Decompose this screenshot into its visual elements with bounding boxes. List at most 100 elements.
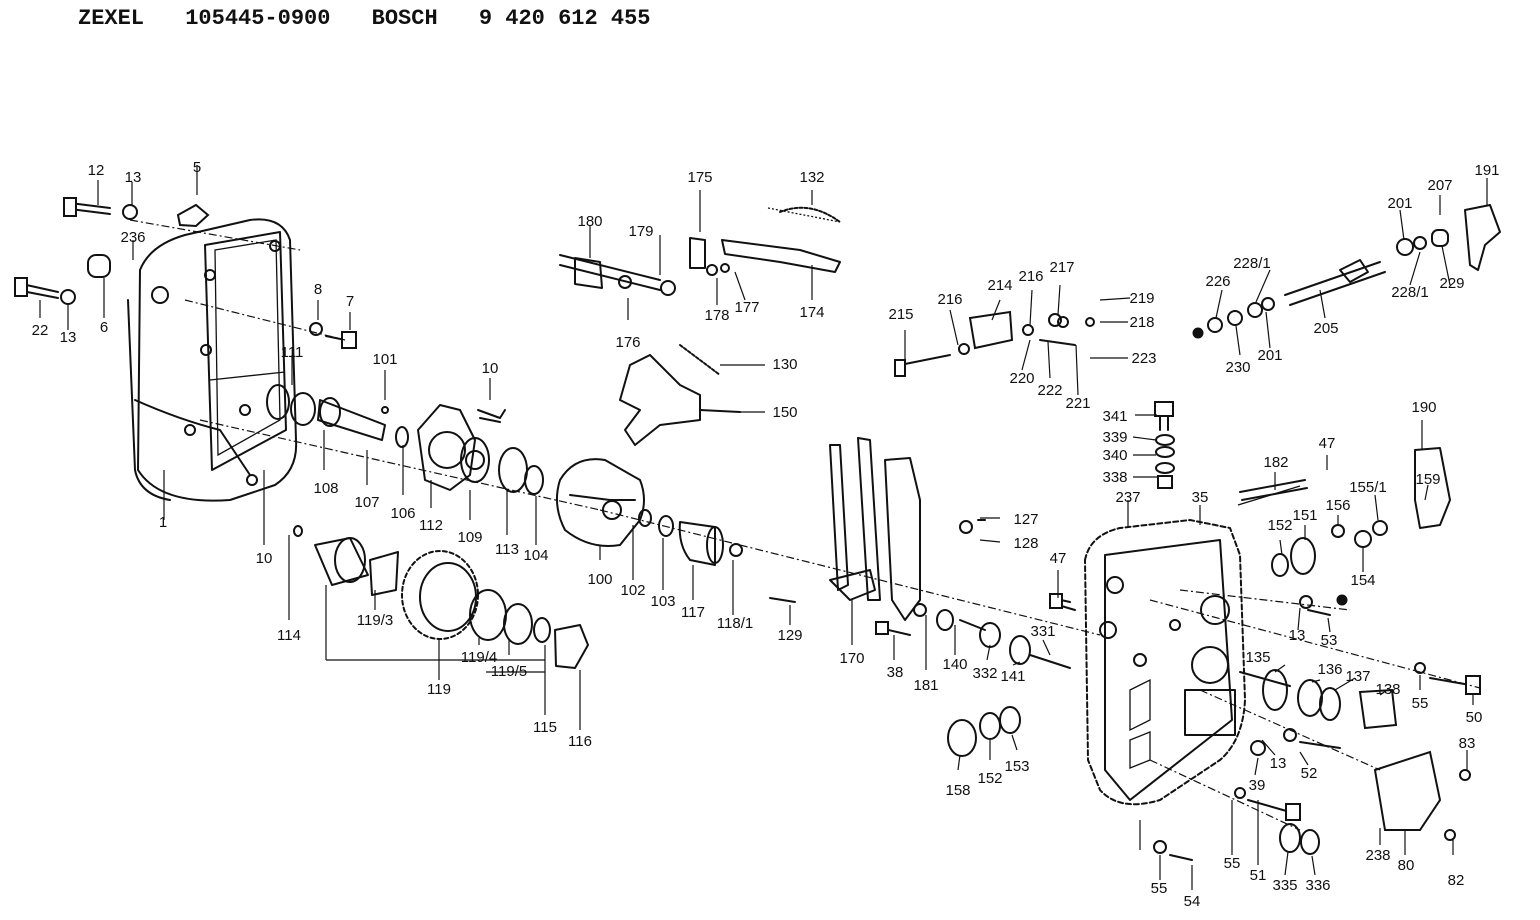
label-part-218[interactable]: 218 bbox=[1129, 314, 1154, 331]
label-part-170[interactable]: 170 bbox=[839, 650, 864, 667]
label-part-10-upper[interactable]: 10 bbox=[482, 360, 499, 377]
label-part-100[interactable]: 100 bbox=[587, 571, 612, 588]
label-part-114[interactable]: 114 bbox=[277, 627, 301, 644]
label-part-217[interactable]: 217 bbox=[1049, 259, 1074, 276]
label-part-35[interactable]: 35 bbox=[1192, 489, 1209, 506]
label-part-190[interactable]: 190 bbox=[1411, 399, 1436, 416]
label-part-52[interactable]: 52 bbox=[1301, 765, 1318, 782]
label-part-111[interactable]: 111 bbox=[281, 344, 304, 361]
label-part-237[interactable]: 237 bbox=[1115, 489, 1140, 506]
label-part-181[interactable]: 181 bbox=[913, 677, 938, 694]
label-part-132[interactable]: 132 bbox=[799, 169, 824, 186]
label-part-230[interactable]: 230 bbox=[1225, 359, 1250, 376]
label-part-119-5[interactable]: 119/5 bbox=[491, 663, 527, 680]
label-part-205[interactable]: 205 bbox=[1313, 320, 1338, 337]
label-part-155-1[interactable]: 155/1 bbox=[1349, 479, 1387, 496]
label-part-191[interactable]: 191 bbox=[1474, 162, 1499, 179]
label-part-339[interactable]: 339 bbox=[1102, 429, 1127, 446]
label-part-341[interactable]: 341 bbox=[1102, 408, 1127, 425]
label-part-13-lower[interactable]: 13 bbox=[1270, 755, 1287, 772]
label-part-159[interactable]: 159 bbox=[1415, 471, 1440, 488]
label-part-55-bottom[interactable]: 55 bbox=[1151, 880, 1168, 897]
label-part-109[interactable]: 109 bbox=[457, 529, 482, 546]
label-part-39[interactable]: 39 bbox=[1249, 777, 1266, 794]
label-part-229[interactable]: 229 bbox=[1439, 275, 1464, 292]
label-part-137[interactable]: 137 bbox=[1345, 668, 1370, 685]
label-part-112[interactable]: 112 bbox=[419, 517, 443, 534]
label-part-102[interactable]: 102 bbox=[620, 582, 645, 599]
label-part-152-left[interactable]: 152 bbox=[977, 770, 1002, 787]
label-part-50[interactable]: 50 bbox=[1466, 709, 1483, 726]
label-part-221[interactable]: 221 bbox=[1065, 395, 1090, 412]
label-part-214[interactable]: 214 bbox=[987, 277, 1012, 294]
label-part-138[interactable]: 138 bbox=[1375, 681, 1400, 698]
label-part-216-right[interactable]: 216 bbox=[1018, 268, 1043, 285]
label-part-153[interactable]: 153 bbox=[1004, 758, 1029, 775]
label-part-53[interactable]: 53 bbox=[1321, 632, 1338, 649]
label-part-180[interactable]: 180 bbox=[577, 213, 602, 230]
label-part-176[interactable]: 176 bbox=[615, 334, 640, 351]
label-part-6[interactable]: 6 bbox=[100, 319, 108, 336]
label-part-129[interactable]: 129 bbox=[777, 627, 802, 644]
label-part-174[interactable]: 174 bbox=[799, 304, 824, 321]
label-part-175[interactable]: 175 bbox=[687, 169, 712, 186]
label-part-80[interactable]: 80 bbox=[1398, 857, 1415, 874]
label-part-47-right[interactable]: 47 bbox=[1319, 435, 1336, 452]
label-part-119-4[interactable]: 119/4 bbox=[461, 649, 497, 666]
label-part-10-lower[interactable]: 10 bbox=[256, 550, 273, 567]
label-part-141[interactable]: 141 bbox=[1000, 668, 1025, 685]
label-part-55-right[interactable]: 55 bbox=[1412, 695, 1429, 712]
label-part-118-1[interactable]: 118/1 bbox=[717, 615, 753, 632]
label-part-220[interactable]: 220 bbox=[1009, 370, 1034, 387]
label-part-223[interactable]: 223 bbox=[1131, 350, 1156, 367]
label-part-201-upper[interactable]: 201 bbox=[1387, 195, 1412, 212]
label-part-179[interactable]: 179 bbox=[628, 223, 653, 240]
label-part-338[interactable]: 338 bbox=[1102, 469, 1127, 486]
label-part-154[interactable]: 154 bbox=[1350, 572, 1375, 589]
label-part-55-lower[interactable]: 55 bbox=[1224, 855, 1241, 872]
label-part-103[interactable]: 103 bbox=[650, 593, 675, 610]
label-part-7[interactable]: 7 bbox=[346, 293, 354, 310]
label-part-101[interactable]: 101 bbox=[372, 351, 397, 368]
label-part-152-right[interactable]: 152 bbox=[1267, 517, 1292, 534]
label-part-226[interactable]: 226 bbox=[1205, 273, 1230, 290]
label-part-5[interactable]: 5 bbox=[193, 159, 201, 176]
label-part-128[interactable]: 128 bbox=[1013, 535, 1038, 552]
label-part-51[interactable]: 51 bbox=[1250, 867, 1267, 884]
label-part-216-left[interactable]: 216 bbox=[937, 291, 962, 308]
label-part-156[interactable]: 156 bbox=[1325, 497, 1350, 514]
label-part-150[interactable]: 150 bbox=[772, 404, 797, 421]
label-part-158[interactable]: 158 bbox=[945, 782, 970, 799]
label-part-54[interactable]: 54 bbox=[1184, 893, 1201, 910]
label-part-201-lower[interactable]: 201 bbox=[1257, 347, 1282, 364]
label-part-117[interactable]: 117 bbox=[681, 604, 705, 621]
label-part-108[interactable]: 108 bbox=[313, 480, 338, 497]
label-part-47-left[interactable]: 47 bbox=[1050, 550, 1067, 567]
label-part-177[interactable]: 177 bbox=[734, 299, 759, 316]
label-part-336[interactable]: 336 bbox=[1305, 877, 1330, 894]
label-part-82[interactable]: 82 bbox=[1448, 872, 1465, 889]
label-part-219[interactable]: 219 bbox=[1129, 290, 1154, 307]
label-part-228-1-upper[interactable]: 228/1 bbox=[1233, 255, 1271, 272]
label-part-228-1-lower[interactable]: 228/1 bbox=[1391, 284, 1429, 301]
label-part-335[interactable]: 335 bbox=[1272, 877, 1297, 894]
label-part-182[interactable]: 182 bbox=[1263, 454, 1288, 471]
label-part-127[interactable]: 127 bbox=[1013, 511, 1038, 528]
label-part-151[interactable]: 151 bbox=[1292, 507, 1317, 524]
label-part-331[interactable]: 331 bbox=[1030, 623, 1055, 640]
label-part-12[interactable]: 12 bbox=[88, 162, 105, 179]
label-part-13-left[interactable]: 13 bbox=[60, 329, 77, 346]
label-part-136[interactable]: 136 bbox=[1317, 661, 1342, 678]
label-part-207[interactable]: 207 bbox=[1427, 177, 1452, 194]
label-part-119-3[interactable]: 119/3 bbox=[357, 612, 393, 629]
label-part-113[interactable]: 113 bbox=[495, 541, 519, 558]
label-part-104[interactable]: 104 bbox=[523, 547, 548, 564]
label-part-38[interactable]: 38 bbox=[887, 664, 904, 681]
label-part-83[interactable]: 83 bbox=[1459, 735, 1476, 752]
label-part-22[interactable]: 22 bbox=[32, 322, 49, 339]
label-part-130[interactable]: 130 bbox=[772, 356, 797, 373]
label-part-340[interactable]: 340 bbox=[1102, 447, 1127, 464]
label-part-119[interactable]: 119 bbox=[427, 681, 451, 698]
label-part-215[interactable]: 215 bbox=[888, 306, 913, 323]
label-part-332[interactable]: 332 bbox=[972, 665, 997, 682]
